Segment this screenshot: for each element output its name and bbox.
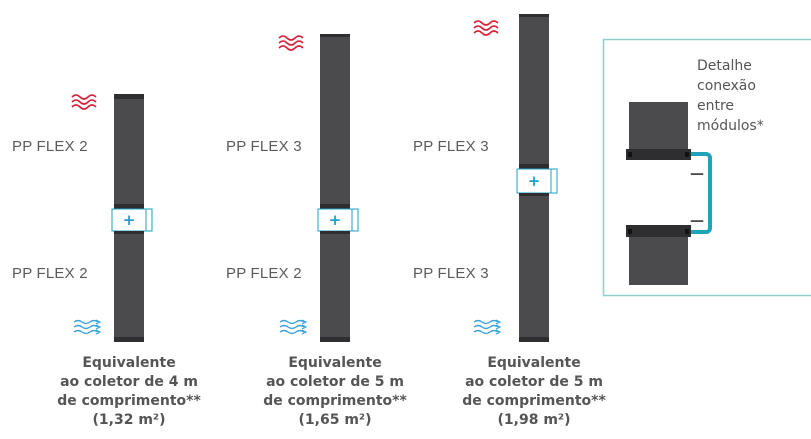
detail-caption: Detalhe conexão entre módulos*	[697, 58, 764, 134]
heat-wave-icon	[278, 35, 304, 51]
heat-wave-icon	[71, 94, 97, 110]
cold-wave-icon	[73, 319, 101, 335]
equivalence-caption: Equivalente ao coletor de 5 m de comprim…	[462, 355, 606, 428]
minus-icon: —	[690, 213, 704, 229]
panel-cap	[114, 231, 144, 236]
plus-icon: +	[528, 172, 541, 190]
collector-panel-top	[114, 96, 144, 208]
connection-detail-panel: — —	[602, 38, 811, 297]
collector-panel-bottom	[519, 196, 549, 340]
connection-loop	[352, 208, 359, 232]
cold-wave-icon	[473, 319, 501, 335]
plus-icon: +	[329, 211, 342, 229]
cold-wave-icon	[279, 319, 307, 335]
collector-panel-top	[320, 37, 350, 208]
module-label: PP FLEX 3	[413, 265, 489, 282]
panel-cap	[114, 204, 144, 209]
module-label: PP FLEX 2	[12, 138, 88, 155]
detail-module-edge	[626, 149, 691, 160]
detail-fitting	[685, 229, 689, 234]
connection-box	[516, 168, 552, 194]
detail-fitting	[628, 152, 632, 157]
detail-module-top	[629, 102, 688, 149]
detail-frame	[602, 38, 811, 297]
collector-column-3: +	[473, 14, 558, 342]
collector-column-1: +	[71, 94, 153, 342]
panel-cap	[320, 34, 350, 39]
panel-cap	[114, 94, 144, 99]
connection-loop	[146, 208, 153, 232]
module-label: PP FLEX 2	[12, 265, 88, 282]
connection-loop	[551, 168, 558, 194]
collector-panel-bottom	[320, 234, 350, 340]
equivalence-caption: Equivalente ao coletor de 4 m de comprim…	[57, 355, 201, 428]
panel-cap	[320, 231, 350, 236]
panel-cap	[320, 204, 350, 209]
panel-cap	[519, 337, 549, 342]
module-label: PP FLEX 2	[226, 265, 302, 282]
heat-wave-icon	[473, 20, 499, 36]
panel-cap	[519, 193, 549, 198]
detail-fitting	[628, 229, 632, 234]
detail-module-bottom	[629, 237, 688, 285]
panel-cap	[320, 337, 350, 342]
minus-icon: —	[690, 166, 704, 182]
collector-panel-bottom	[114, 234, 144, 340]
collector-column-2: +	[278, 34, 359, 342]
panel-cap	[519, 14, 549, 19]
panel-cap	[114, 337, 144, 342]
equivalence-caption: Equivalente ao coletor de 5 m de comprim…	[263, 355, 407, 428]
panel-cap	[519, 164, 549, 169]
module-label: PP FLEX 3	[413, 138, 489, 155]
plus-icon: +	[123, 211, 136, 229]
detail-module-edge	[626, 225, 691, 237]
detail-fitting	[685, 152, 689, 157]
detail-hose	[691, 152, 712, 234]
module-label: PP FLEX 3	[226, 138, 302, 155]
collector-panel-top	[519, 17, 549, 167]
